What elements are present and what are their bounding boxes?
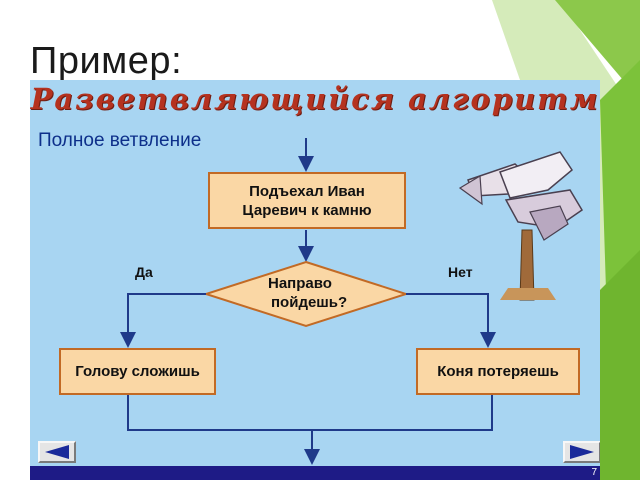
yes-outcome-box: Голову сложишь xyxy=(59,348,216,395)
signpost-arrows-icon xyxy=(458,151,584,301)
page-title: Пример: xyxy=(30,40,183,82)
flowchart-connectors xyxy=(120,138,584,465)
condition-line1: Направо xyxy=(268,275,332,292)
yes-label: Да xyxy=(135,264,153,280)
right-arrow-icon xyxy=(570,445,594,459)
start-box: Подъехал Иван Царевич к камню xyxy=(208,172,406,229)
no-branch-line xyxy=(406,293,496,348)
left-arrow-icon xyxy=(45,445,69,459)
slide: Разветвляющийся алгоритм Полное ветвлени… xyxy=(30,80,600,480)
condition-diamond xyxy=(202,260,410,328)
nav-prev-button[interactable] xyxy=(38,441,76,463)
nav-next-button[interactable] xyxy=(563,441,600,463)
condition-text: Направо пойдешь? xyxy=(268,274,378,312)
flowchart-subheading: Полное ветвление xyxy=(38,130,202,151)
yes-branch-line xyxy=(120,293,206,348)
slide-bottom-bar xyxy=(30,466,600,480)
no-outcome-box: Коня потеряешь xyxy=(416,348,580,395)
no-label: Нет xyxy=(448,264,473,280)
slide-heading: Разветвляющийся алгоритм xyxy=(30,82,600,116)
slide-page-number: 7 xyxy=(591,467,597,478)
start-box-line2: Царевич к камню xyxy=(242,201,372,219)
start-box-line1: Подъехал Иван xyxy=(249,182,365,200)
condition-line2: пойдешь? xyxy=(271,294,348,311)
